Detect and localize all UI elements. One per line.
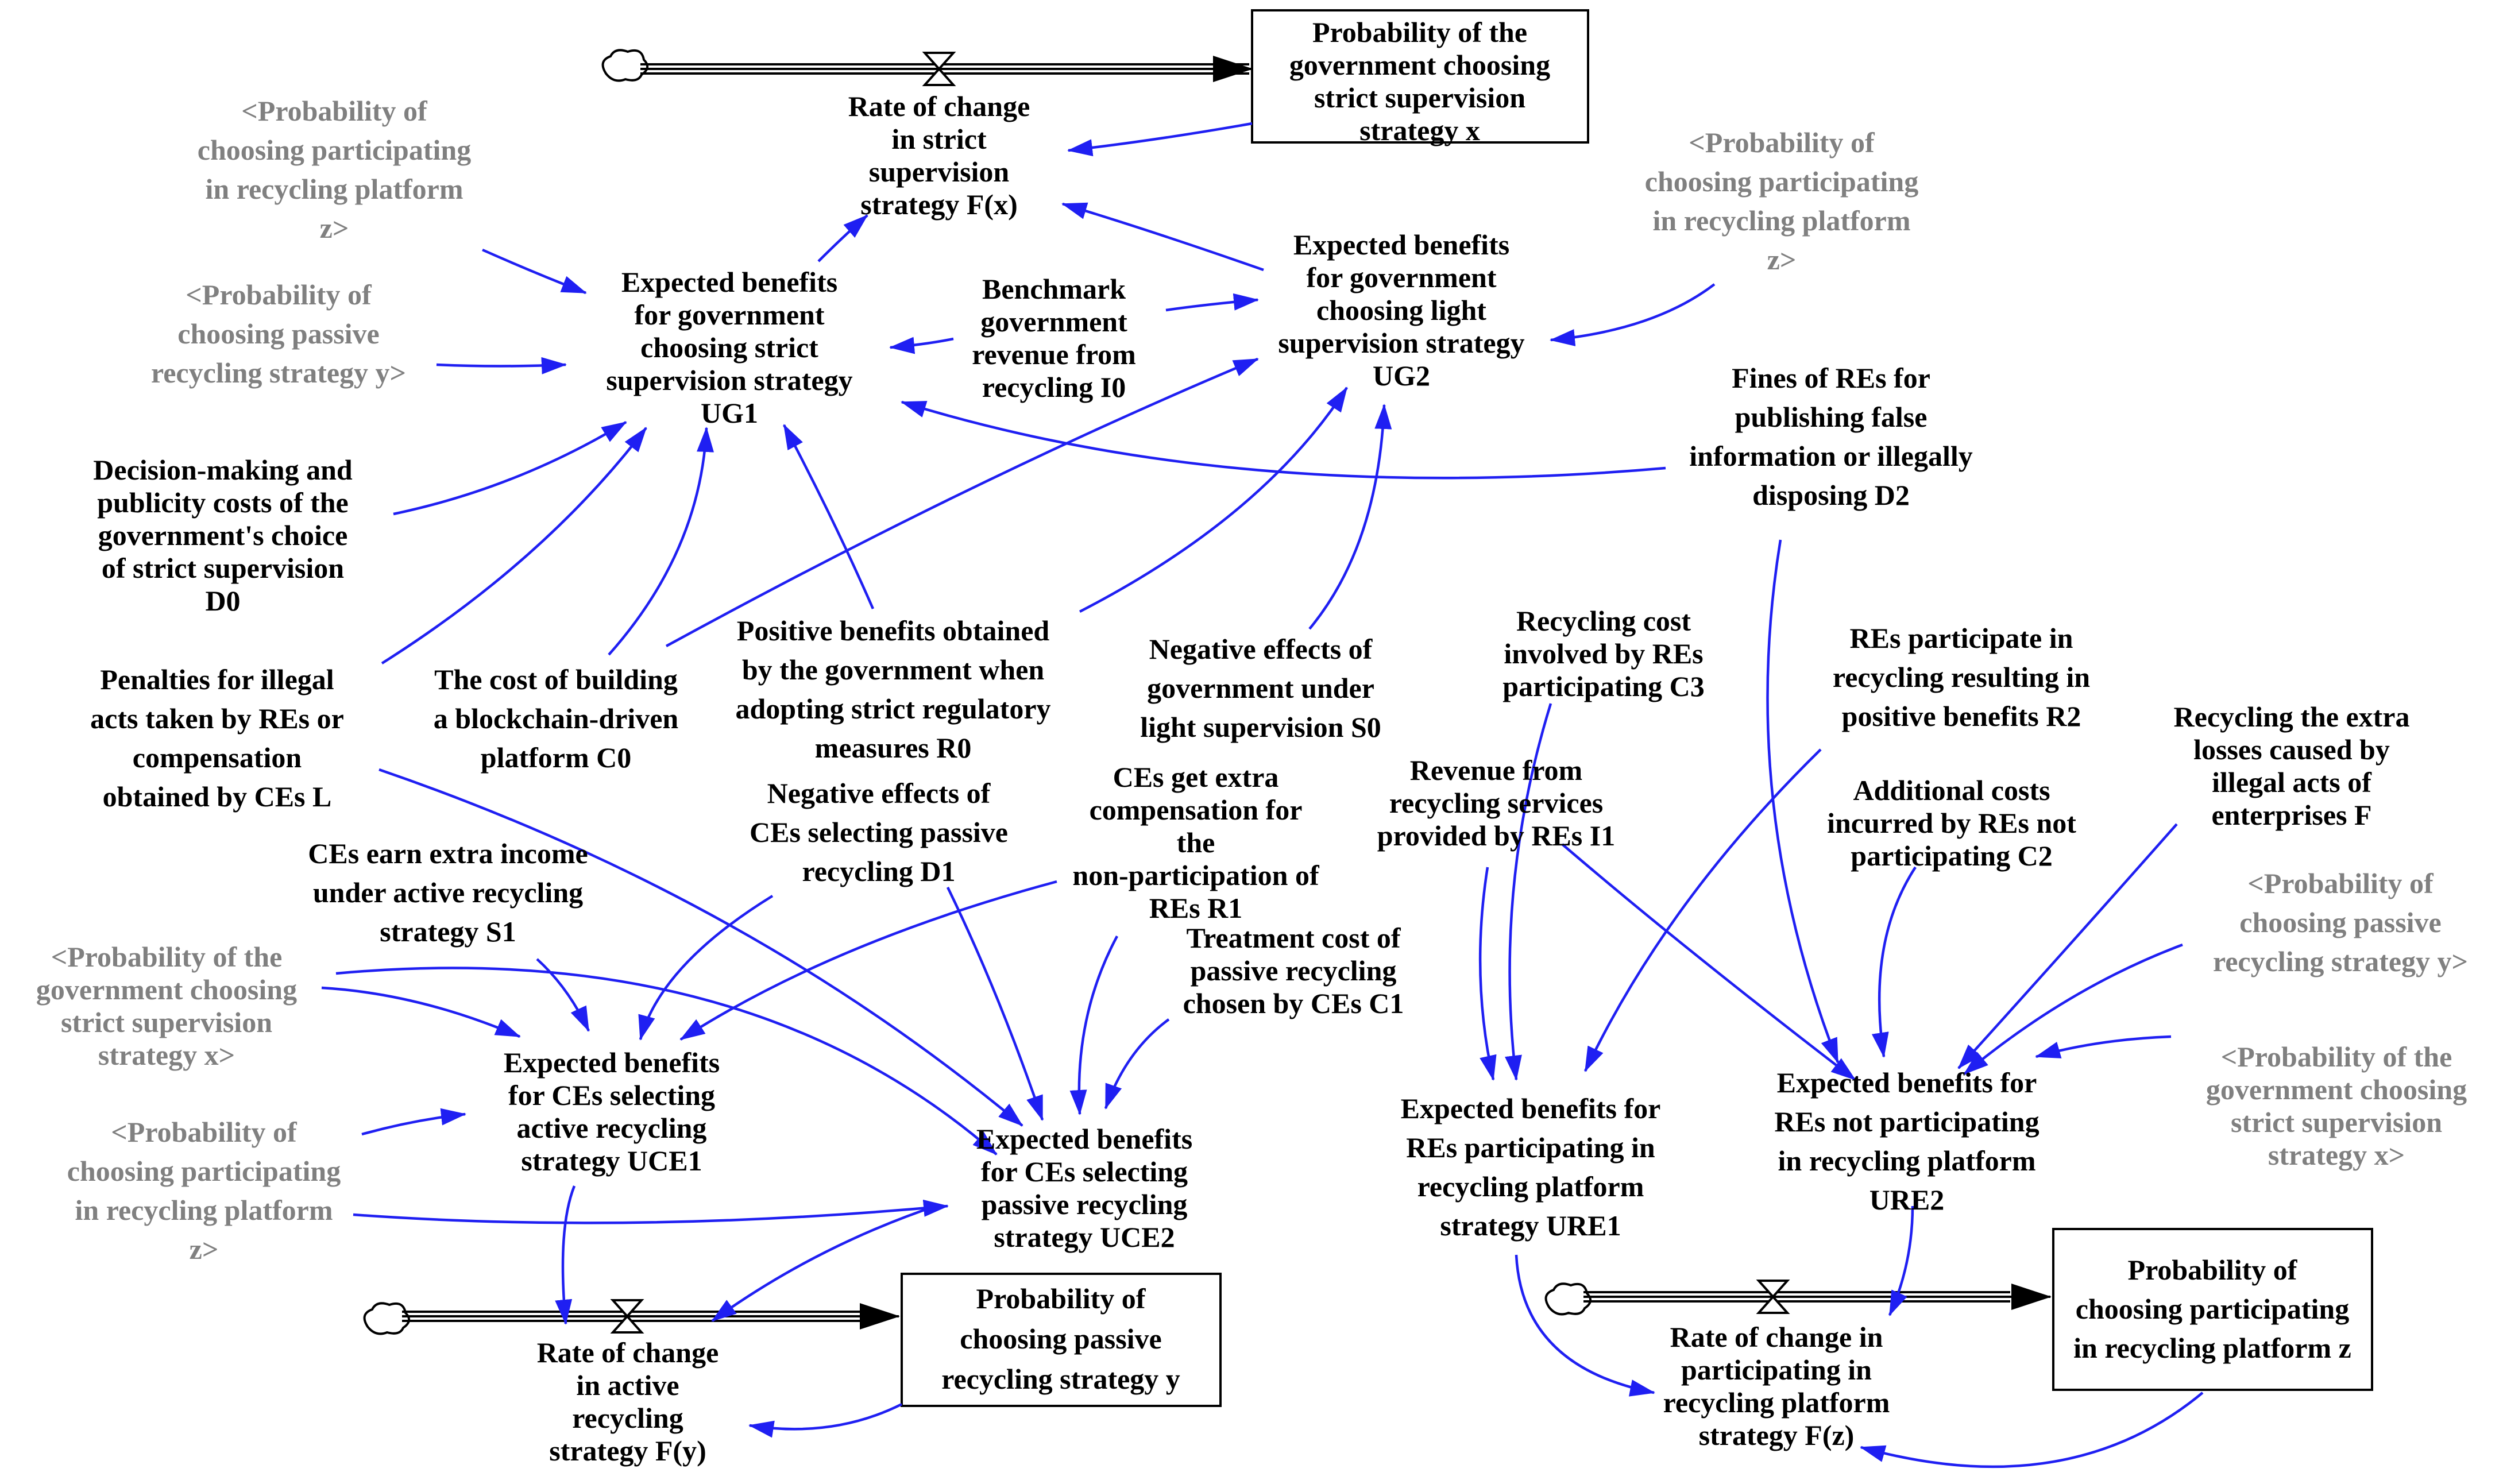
link-xb-to-ure2 [2035, 1035, 2172, 1058]
link-d1-to-uce2 [946, 887, 1044, 1121]
cloud-icon [601, 49, 648, 82]
stock-box-y [901, 1273, 1222, 1407]
link-s0-to-ug2 [1308, 404, 1392, 630]
link-xa-to-uce2 [335, 967, 998, 1155]
causal-links [321, 122, 2204, 1468]
link-r0-to-ug2 [1079, 387, 1348, 613]
link-ug2-to-fx [1061, 202, 1264, 272]
link-z-to-fz [1860, 1392, 2204, 1468]
link-zc-to-uce2 [353, 1199, 949, 1224]
link-l-to-uce2 [378, 768, 1023, 1127]
flow-z [1544, 1280, 2052, 1316]
link-r1-to-uce1 [679, 880, 1057, 1041]
link-yb-to-ure2 [1963, 943, 2183, 1075]
link-c1-to-uce2 [1104, 1018, 1170, 1110]
link-d2-to-ug1 [901, 400, 1666, 480]
link-c0-to-ug1 [608, 427, 714, 656]
link-ure1-to-fz [1515, 1254, 1655, 1397]
link-y-to-fy [748, 1402, 903, 1438]
valve-icon [922, 52, 956, 86]
link-c2-to-ure2 [1871, 866, 1917, 1058]
link-uce1-to-fy [555, 1185, 576, 1325]
link-c3-to-ure1 [1505, 703, 1552, 1081]
link-ure2-to-fz [1888, 1205, 1914, 1316]
link-za-to-ug1 [482, 248, 587, 295]
link-c0-to-ug2 [665, 357, 1259, 647]
link-zb-to-ug2 [1550, 283, 1716, 346]
link-d1-to-uce1 [638, 895, 774, 1041]
link-r1-to-uce2 [1069, 935, 1118, 1115]
cloud-icon [363, 1302, 410, 1335]
cloud-icon [1544, 1282, 1592, 1316]
stock-box-z [2052, 1228, 2373, 1391]
link-i1-to-ure2 [1561, 843, 1856, 1081]
link-ya-to-ug1 [436, 357, 567, 374]
link-uce2-to-fy [711, 1203, 940, 1322]
link-x-to-fx [1067, 122, 1253, 157]
link-d2-to-ure2 [1766, 539, 1840, 1064]
link-i1-to-ure1 [1478, 867, 1497, 1081]
stock-box-x [1251, 9, 1589, 144]
link-xa-to-uce1 [321, 986, 521, 1038]
link-s1-to-uce1 [536, 958, 590, 1032]
link-i0-to-ug1 [889, 337, 954, 354]
link-l-to-ug1 [381, 427, 647, 664]
flow-x [601, 49, 1253, 86]
valve-icon [610, 1299, 644, 1334]
link-i0-to-ug2 [1165, 293, 1259, 312]
link-zc-to-uce1 [361, 1108, 466, 1136]
link-f-to-ure2 [1957, 823, 2178, 1069]
valve-icon [1756, 1280, 1790, 1314]
link-ug1-to-fx [817, 214, 868, 262]
link-r2-to-ure1 [1583, 748, 1822, 1072]
link-d0-to-ug1 [393, 421, 627, 516]
link-r0-to-ug1 [783, 424, 875, 609]
flow-y [363, 1299, 900, 1335]
